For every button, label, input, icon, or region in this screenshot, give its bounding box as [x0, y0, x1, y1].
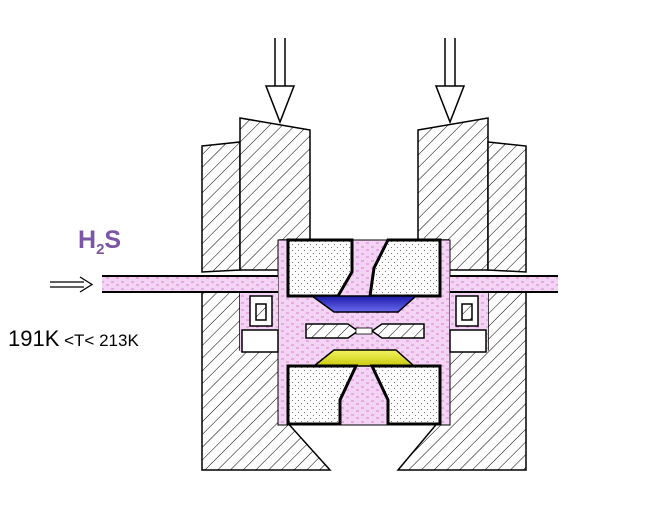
gas-label: H2S [78, 226, 121, 258]
inlet-capillary-left [102, 275, 278, 293]
gas-inflow-arrow-icon [50, 276, 94, 293]
sample-chamber [355, 327, 373, 335]
right-cell-body [487, 141, 527, 273]
gas-formula-h: H [78, 226, 97, 254]
inlet-capillary-right [450, 275, 558, 293]
lower-right-seat [369, 364, 442, 426]
right-seal [449, 295, 487, 353]
left-pressure-arrow-icon [264, 38, 296, 125]
gasket [305, 323, 425, 339]
upper-anvil-gem [309, 295, 418, 313]
left-seal [241, 295, 279, 353]
gas-formula-subscript: 2 [96, 241, 105, 258]
gas-formula-s: S [104, 226, 122, 254]
temperature-low: 191K [8, 326, 60, 351]
upper-left-seat [286, 238, 354, 298]
lower-left-seat [286, 364, 359, 426]
temperature-range-label: 191K <T< 213K [8, 326, 139, 352]
left-cell-body [201, 141, 241, 273]
temperature-range-rest: <T< 213K [59, 331, 139, 350]
right-pressure-arrow-icon [434, 38, 466, 125]
